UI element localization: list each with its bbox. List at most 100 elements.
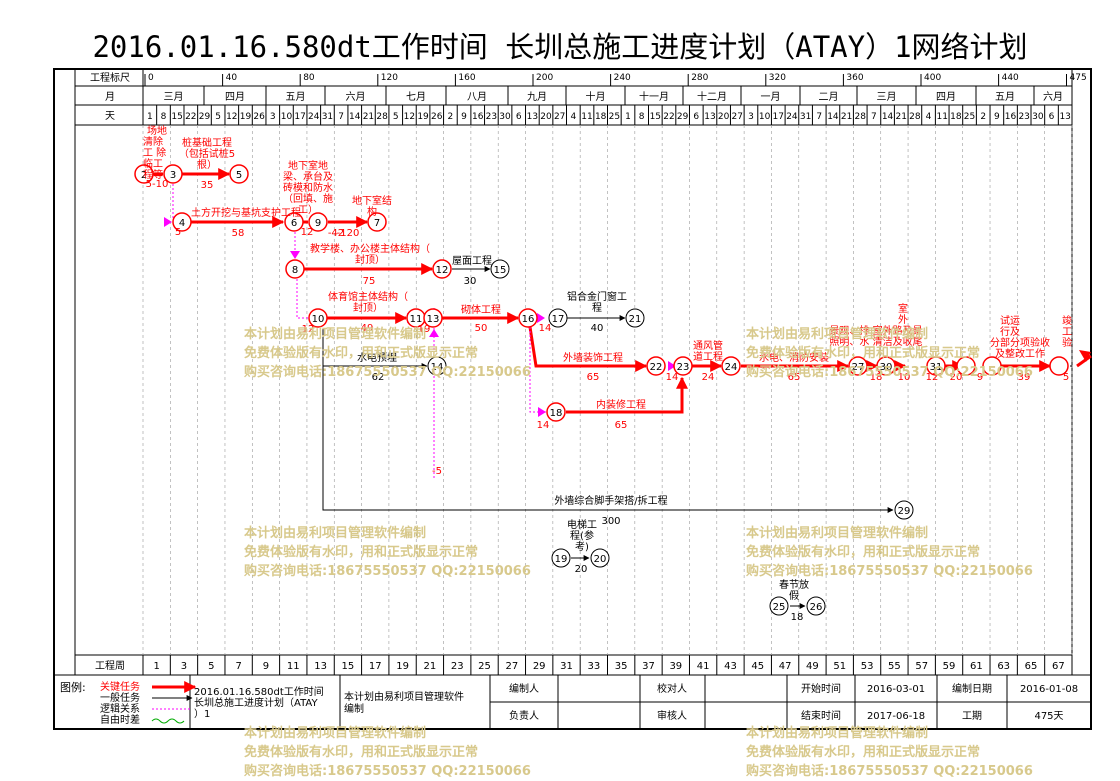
day-label: 21 <box>363 112 374 122</box>
duration-value: 475天 <box>1034 711 1063 722</box>
arrow-critical-exit <box>1076 354 1092 368</box>
day-label: 17 <box>294 112 305 122</box>
day-label: 27 <box>732 112 743 122</box>
day-label: 8 <box>639 112 645 122</box>
day-label: 16 <box>472 112 484 122</box>
dashed-grid <box>142 125 1073 655</box>
node-circle <box>590 548 610 568</box>
day-label: 17 <box>773 112 784 122</box>
reviewer-label: 校对人 <box>657 682 687 695</box>
task-label-final: 试运行及分部分项验收及整改工作 <box>990 314 1050 360</box>
day-label: 14 <box>882 112 894 122</box>
node-number: 27 <box>852 362 865 373</box>
day-label: 25 <box>964 112 975 122</box>
week-label: 47 <box>779 661 792 672</box>
task-label-12: 内装修工程 <box>596 398 646 411</box>
week-label: 17 <box>369 661 382 672</box>
end-label: 结束时间 <box>801 709 841 722</box>
day-label: 23 <box>1018 112 1029 122</box>
scale-label: 工程标尺 <box>90 72 130 84</box>
day-label: 11 <box>936 112 947 122</box>
date-value: 2016-01-08 <box>1020 684 1078 695</box>
small-label: 14 <box>537 420 550 431</box>
arrow-critical-16-22 <box>528 326 648 372</box>
scale-tick-label: 0 <box>148 73 154 83</box>
day-label: 15 <box>171 112 182 122</box>
month-label: 十月 <box>586 90 606 103</box>
scale-tick-label: 440 <box>1002 73 1019 83</box>
duration-1: 58 <box>232 228 245 239</box>
week-label: 35 <box>615 661 628 672</box>
small-label: 14 <box>539 323 552 334</box>
task-label-exterior: 室外景观、排 室外路及景照明、水 清洁及收尾 <box>829 302 922 348</box>
month-label: 三月 <box>164 91 184 103</box>
day-label: 9 <box>461 112 467 122</box>
duration-9: 65 <box>587 372 600 383</box>
logic-8-10 <box>296 279 308 319</box>
node-number: 6 <box>291 218 297 229</box>
node-number: 20 <box>594 554 607 565</box>
scale-tick-label: 200 <box>536 73 553 83</box>
day-label: 6 <box>1049 112 1055 122</box>
week-label: 5 <box>208 661 214 672</box>
scale-tick-label: 320 <box>769 73 786 83</box>
week-label: 63 <box>997 661 1010 672</box>
day-label: 2 <box>448 112 454 122</box>
node-number: 31 <box>930 362 943 373</box>
day-label: 26 <box>253 112 265 122</box>
node-circle <box>876 356 896 376</box>
task-label-9: 外墙装饰工程 <box>563 351 623 364</box>
task-label-3: 地下室结构 <box>352 194 392 218</box>
week-label: 工程周 <box>95 660 125 672</box>
node-circle <box>284 212 304 232</box>
week-label: 1 <box>153 661 159 672</box>
day-label: 28 <box>376 112 388 122</box>
day-label: 22 <box>185 112 196 122</box>
day-label: 29 <box>677 112 689 122</box>
week-label: 57 <box>915 661 928 672</box>
week-label: 9 <box>263 661 269 672</box>
day-label: 4 <box>570 112 576 122</box>
duration-6: 49 <box>361 323 374 334</box>
task-label-15: 电梯工程(参考) <box>567 518 597 553</box>
day-label: 28 <box>909 112 921 122</box>
node-circle <box>308 212 328 232</box>
node-number: 12 <box>436 265 449 276</box>
week-label: 65 <box>1025 661 1038 672</box>
day-label: 25 <box>609 112 620 122</box>
node-number: 3 <box>170 170 176 181</box>
node-number: 16 <box>522 314 535 325</box>
day-label: 30 <box>1032 112 1044 122</box>
month-label: 六月 <box>1043 91 1063 103</box>
month-label: 四月 <box>225 91 245 103</box>
node-circle <box>1049 356 1069 376</box>
node-circle <box>848 356 868 376</box>
day-label: 18 <box>950 112 962 122</box>
node-number: 29 <box>898 506 911 517</box>
task-label-14: 外墙综合脚手架搭/拆工程 <box>554 494 667 507</box>
week-label: 45 <box>751 661 764 672</box>
scale-tick-label: 80 <box>303 73 315 83</box>
node-number: 19 <box>555 554 568 565</box>
day-label: 4 <box>926 112 932 122</box>
date-label: 编制日期 <box>952 682 992 695</box>
task-label-2: 地下室地梁、承台及砖模和防水（回填、施工） <box>283 159 333 216</box>
node-circle <box>721 356 741 376</box>
node-circle <box>285 259 305 279</box>
node-circle <box>367 212 387 232</box>
week-label: 59 <box>943 661 956 672</box>
editor-label: 编制人 <box>509 682 539 695</box>
week-label: 21 <box>424 661 437 672</box>
arrow-normal-10-29 <box>322 329 894 513</box>
node-circle <box>518 308 538 328</box>
month-label: 九月 <box>527 91 547 103</box>
small-label: 20 <box>950 372 963 383</box>
duration-11: 62 <box>372 372 385 383</box>
month-label: 八月 <box>467 91 487 103</box>
node-number: 8 <box>292 265 298 276</box>
week-label: 61 <box>970 661 983 672</box>
small-label: 5 <box>1063 372 1069 383</box>
scale-tick-label: 160 <box>458 73 475 83</box>
